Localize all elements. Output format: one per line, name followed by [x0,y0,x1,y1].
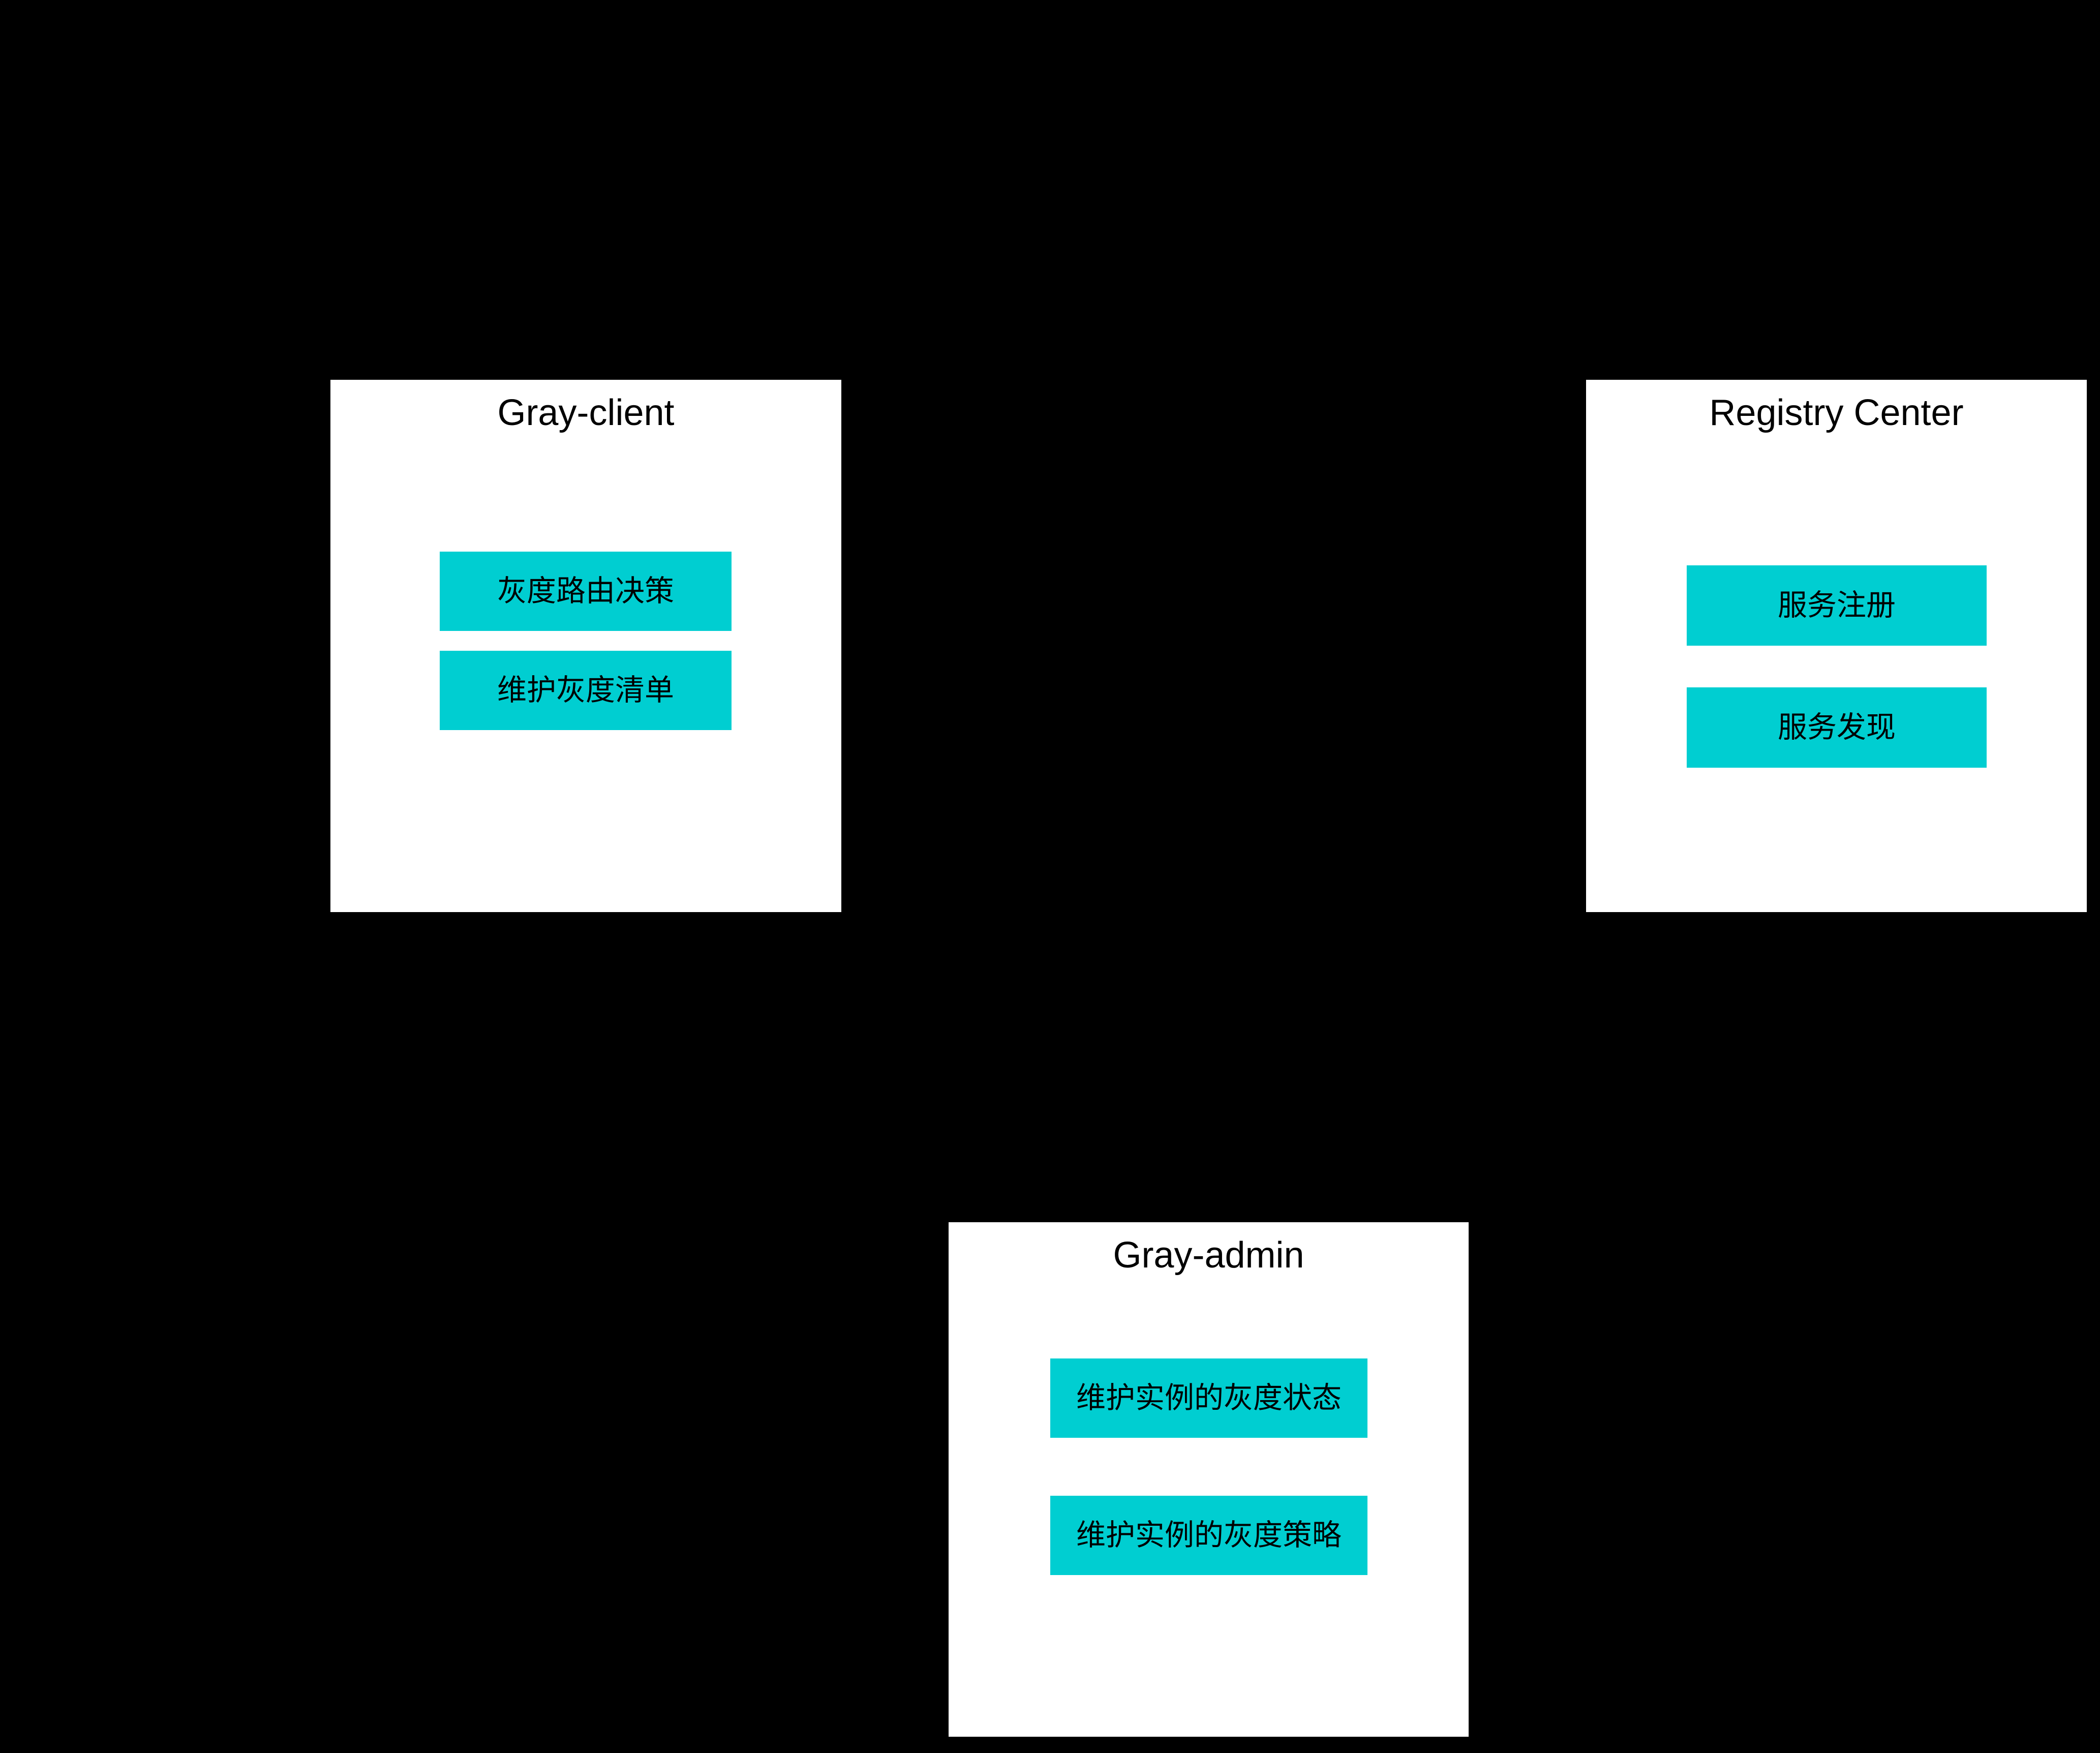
chip-maintain-gray-list: 维护灰度清单 [440,651,732,730]
chip-label: 服务发现 [1777,711,1896,744]
chip-label: 灰度路由决策 [497,575,674,608]
chip-label: 维护灰度清单 [497,674,674,707]
chip-label: 服务注册 [1777,589,1896,622]
chip-label: 维护实例的灰度状态 [1076,1381,1342,1414]
node-gray-admin: Gray-admin 维护实例的灰度状态 维护实例的灰度策略 [949,1222,1469,1737]
chip-gray-routing-decision: 灰度路由决策 [440,552,732,631]
chip-maintain-instance-gray-policy: 维护实例的灰度策略 [1050,1496,1367,1575]
chip-maintain-instance-gray-status: 维护实例的灰度状态 [1050,1358,1367,1438]
node-title: Registry Center [1709,392,1964,433]
node-registry-center: Registry Center 服务注册 服务发现 [1586,380,2087,912]
chip-label: 维护实例的灰度策略 [1076,1519,1342,1552]
node-title: Gray-client [497,392,675,433]
node-gray-client: Gray-client 灰度路由决策 维护灰度清单 [330,380,841,912]
chip-service-registration: 服务注册 [1687,565,1987,646]
chip-service-discovery: 服务发现 [1687,687,1987,768]
node-title: Gray-admin [1113,1235,1304,1276]
